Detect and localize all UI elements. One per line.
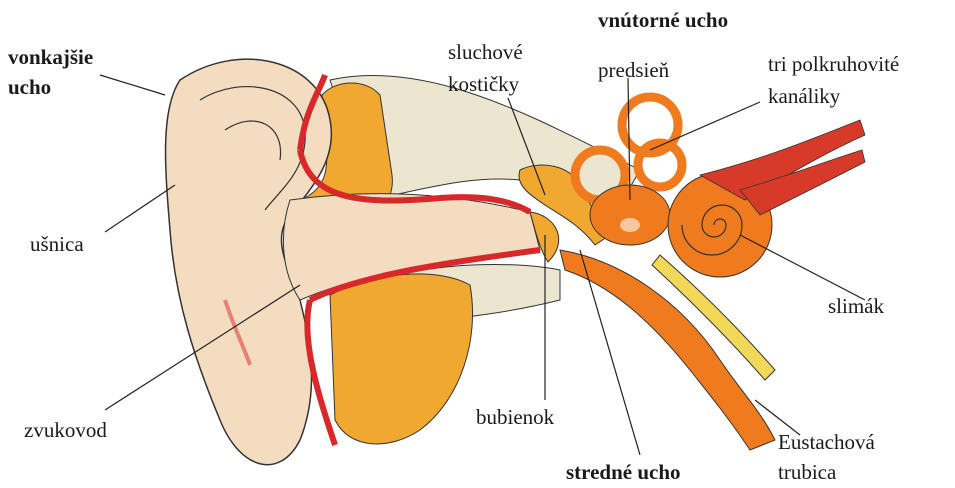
label-canals-2: kanáliky: [768, 84, 840, 108]
label-middle-ear: stredné ucho: [566, 460, 681, 484]
label-inner-ear: vnútorné ucho: [598, 8, 728, 32]
vestibule-highlight: [620, 218, 640, 232]
label-eustachian-2: trubica: [778, 460, 836, 484]
label-auricle: ušnica: [30, 232, 84, 256]
label-outer-ear-1: vonkajšie: [8, 45, 93, 69]
label-eustachian-1: Eustachová: [778, 430, 875, 454]
label-ossicles-1: sluchové: [448, 40, 523, 64]
label-eardrum: bubienok: [476, 405, 554, 429]
lower-bone-block: [330, 274, 473, 444]
label-cochlea: slimák: [828, 294, 884, 318]
label-vestibule: predsieň: [598, 58, 669, 82]
label-canals-1: tri polkruhovité: [768, 52, 899, 76]
label-outer-ear-2: ucho: [8, 75, 51, 99]
label-ear-canal: zvukovod: [24, 418, 107, 442]
label-ossicles-2: kostičky: [448, 72, 519, 96]
